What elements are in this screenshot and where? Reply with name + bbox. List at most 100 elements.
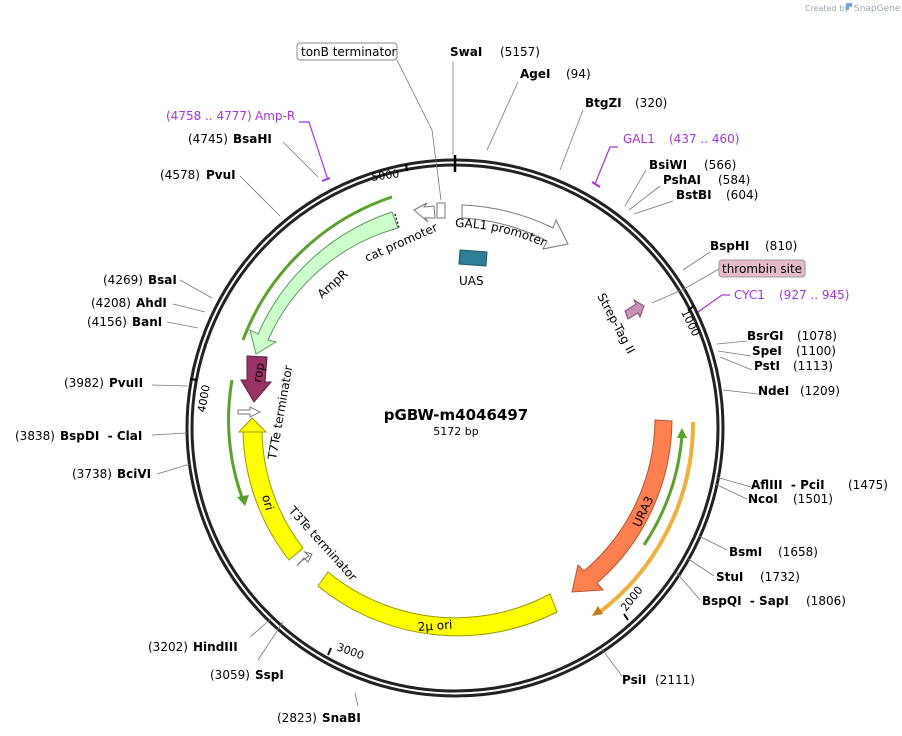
tick-5000: 5000: [371, 163, 408, 184]
svg-text:SnaBI: SnaBI: [322, 711, 361, 725]
svg-text:(1078): (1078): [797, 329, 837, 343]
svg-text:(566): (566): [704, 158, 736, 172]
callout-tonb-terminator[interactable]: tonB terminator: [296, 42, 442, 201]
site-bspqi-sapi[interactable]: BspQI - SapI (1806): [702, 594, 846, 608]
site-psti[interactable]: PstI (1113): [754, 359, 833, 373]
credit-brand: SnapGene: [854, 4, 901, 14]
primer-amp-r[interactable]: (4758 .. 4777) Amp-R: [166, 109, 331, 182]
site-stui[interactable]: StuI (1732): [716, 570, 800, 584]
svg-text:PstI: PstI: [754, 359, 780, 373]
svg-text:HindIII: HindIII: [193, 640, 238, 654]
site-pshai[interactable]: PshAI (584): [663, 173, 750, 187]
feature-ura3-strand-head: [677, 428, 687, 438]
svg-text:AhdI: AhdI: [136, 296, 167, 310]
feature-ori-strand: [227, 379, 245, 501]
site-hindiii[interactable]: (3202) HindIII: [148, 640, 238, 654]
plasmid-name: pGBW-m4046497: [384, 406, 528, 424]
feature-2mu-ori[interactable]: [317, 571, 558, 637]
site-pvuii[interactable]: (3982) PvuII: [64, 376, 143, 390]
site-snabi[interactable]: (2823) SnaBI: [277, 711, 361, 725]
svg-text:(1501): (1501): [793, 492, 833, 506]
svg-text:AgeI: AgeI: [520, 67, 550, 81]
svg-text:(1658): (1658): [778, 545, 818, 559]
svg-text:(3838): (3838): [15, 429, 55, 443]
svg-text:CYC1: CYC1: [734, 288, 765, 302]
site-bcivi[interactable]: (3738) BciVI: [72, 467, 151, 481]
feature-strep-tag-ii[interactable]: [624, 298, 645, 320]
svg-text:BsaHI: BsaHI: [233, 132, 272, 146]
svg-text:PvuII: PvuII: [109, 376, 143, 390]
svg-text:BsiWI: BsiWI: [649, 158, 687, 172]
site-bani[interactable]: (4156) BanI: [87, 315, 162, 329]
primer-cyc1[interactable]: CYC1 (927 .. 945): [697, 288, 849, 313]
svg-text:BsrGI: BsrGI: [747, 329, 784, 343]
svg-text:BsaI: BsaI: [148, 273, 177, 287]
feature-cat-promoter[interactable]: [413, 202, 436, 223]
feature-t3te-terminator[interactable]: [296, 550, 313, 567]
svg-text:GAL1: GAL1: [623, 132, 655, 146]
svg-text:(1806): (1806): [806, 594, 846, 608]
feature-ori[interactable]: [242, 429, 304, 561]
primer-gal1[interactable]: GAL1 (437 .. 460): [591, 132, 739, 188]
svg-text:(4208): (4208): [91, 296, 131, 310]
feature-rop[interactable]: [240, 355, 273, 403]
site-bstbi[interactable]: BstBI (604): [676, 188, 758, 202]
feature-ura3-outer-strand-head: [592, 606, 603, 616]
svg-text:4000: 4000: [195, 384, 213, 414]
svg-text:(4745): (4745): [188, 132, 228, 146]
svg-text:PshAI: PshAI: [663, 173, 701, 187]
site-bsrgi[interactable]: BsrGI (1078): [747, 329, 837, 343]
svg-text:(3738): (3738): [72, 467, 112, 481]
svg-text:(1475): (1475): [848, 478, 888, 492]
svg-text:PvuI: PvuI: [206, 168, 236, 182]
site-pvui[interactable]: (4578) PvuI: [160, 168, 236, 182]
feature-t7te-terminator-label: T7Te terminator: [265, 364, 296, 461]
site-swai[interactable]: SwaI (5157): [450, 45, 540, 59]
site-spei[interactable]: SpeI (1100): [752, 344, 836, 358]
feature-ura3-strand: [642, 434, 684, 546]
svg-text:(3059): (3059): [210, 668, 250, 682]
svg-text:BtgZI: BtgZI: [585, 96, 622, 110]
site-bsahi[interactable]: (4745) BsaHI: [188, 132, 272, 146]
svg-text:Amp-R: Amp-R: [255, 109, 295, 123]
svg-text:(5157): (5157): [500, 45, 540, 59]
site-agei[interactable]: AgeI (94): [520, 67, 591, 81]
tick-4000: 4000: [189, 378, 213, 414]
feature-ampr-label: AmpR: [315, 267, 351, 301]
site-btgzi[interactable]: BtgZI (320): [585, 96, 667, 110]
site-ndei[interactable]: NdeI (1209): [758, 384, 840, 398]
svg-text:thrombin site: thrombin site: [722, 262, 802, 276]
feature-gal1-promoter[interactable]: [461, 204, 569, 250]
svg-text:(437 .. 460): (437 .. 460): [669, 132, 739, 146]
feature-ura3[interactable]: [571, 419, 673, 593]
site-bsiwi[interactable]: BsiWI (566): [649, 158, 736, 172]
feature-small-box: [436, 202, 446, 219]
svg-text:(1732): (1732): [760, 570, 800, 584]
svg-text:PsiI: PsiI: [622, 673, 646, 687]
svg-text:3000: 3000: [335, 641, 366, 663]
site-leaders: [151, 62, 759, 707]
feature-uas[interactable]: [458, 249, 488, 267]
site-ahdi[interactable]: (4208) AhdI: [91, 296, 167, 310]
svg-text:(2111): (2111): [655, 673, 695, 687]
site-bsai[interactable]: (4269) BsaI: [103, 273, 177, 287]
site-ncoi[interactable]: NcoI (1501): [748, 492, 833, 506]
svg-text:AflIII - PciI: AflIII - PciI: [751, 478, 825, 492]
feature-2mu-ori-label: 2μ ori: [417, 618, 453, 634]
site-bsmi[interactable]: BsmI (1658): [729, 545, 818, 559]
site-sspi[interactable]: (3059) SspI: [210, 668, 284, 682]
svg-text:(2823): (2823): [277, 711, 317, 725]
site-afliii-pcii[interactable]: AflIII - PciI (1475): [751, 478, 888, 492]
site-bspdi-clai[interactable]: (3838) BspDI - ClaI: [15, 429, 142, 443]
feature-t7te-terminator[interactable]: [237, 406, 262, 418]
feature-ori-label: ori: [259, 493, 277, 512]
svg-text:BspDI - ClaI: BspDI - ClaI: [60, 429, 142, 443]
feature-ampr[interactable]: [249, 211, 399, 355]
svg-text:(1100): (1100): [796, 344, 836, 358]
site-bsphi[interactable]: BspHI (810): [710, 239, 797, 253]
svg-text:StuI: StuI: [716, 570, 743, 584]
svg-text:(1209): (1209): [800, 384, 840, 398]
callout-thrombin-site[interactable]: thrombin site: [651, 259, 806, 304]
site-psii[interactable]: PsiI (2111): [622, 673, 695, 687]
